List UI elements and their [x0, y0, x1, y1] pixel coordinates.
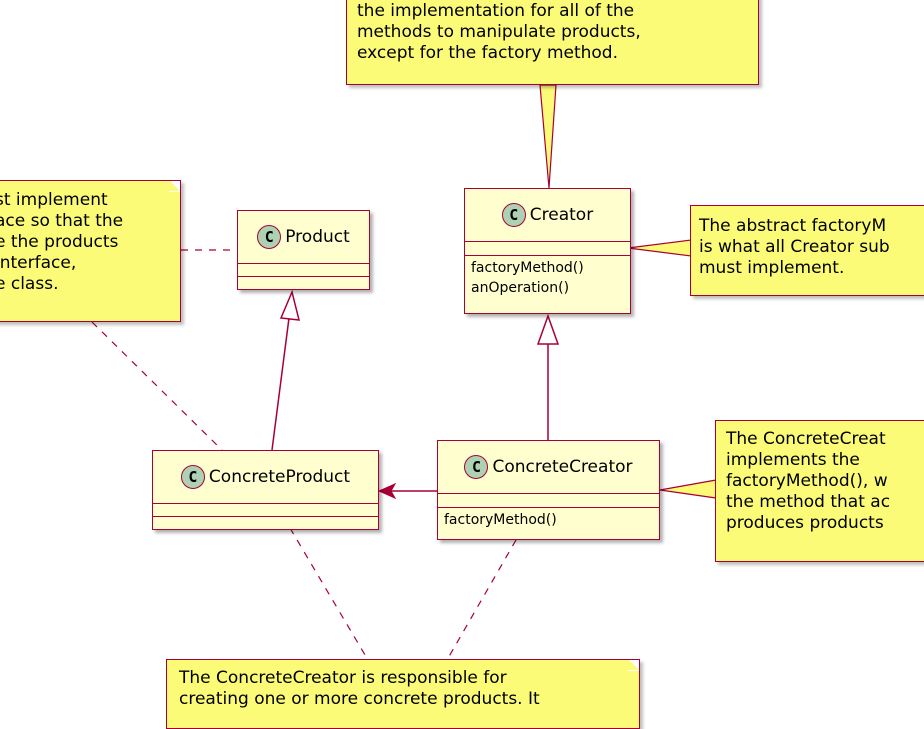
- note-line: the method that ac: [726, 492, 891, 512]
- class-header: C ConcreteCreator: [438, 441, 659, 493]
- diagram-connectors: [91, 84, 717, 661]
- class-header: C Creator: [465, 189, 630, 241]
- class-concrete-product[interactable]: C ConcreteProduct: [152, 450, 379, 530]
- note-line: implements the: [726, 450, 860, 470]
- note-line: The ConcreteCreat: [726, 429, 886, 449]
- class-c-icon: C: [464, 455, 489, 479]
- creator-inheritance-arrowhead: [536, 313, 560, 345]
- methods-divider: [238, 276, 369, 277]
- class-header: C Product: [238, 211, 369, 263]
- bottom-note: The ConcreteCreator is responsible for c…: [166, 659, 640, 729]
- note-line: produces products: [726, 513, 884, 533]
- note-line: e the products: [0, 232, 119, 252]
- note-line: must implement.: [699, 258, 845, 278]
- note-line: the implementation for all of the: [357, 1, 635, 21]
- note-line: ace so that the: [0, 211, 124, 231]
- attributes-divider: [153, 503, 378, 516]
- note-line: creating one or more concrete products. …: [179, 689, 540, 709]
- concrete-product-bottom-note-link: [289, 527, 369, 661]
- concrete-creator-note: The ConcreteCreat implements the factory…: [715, 420, 924, 562]
- product-inheritance-line: [271, 317, 290, 451]
- class-name: ConcreteCreator: [492, 457, 633, 477]
- concrete-creator-note-callout: [659, 479, 717, 499]
- concrete-creator-bottom-note-link: [446, 539, 517, 661]
- left-note-concrete-product-link: [91, 321, 223, 451]
- note-line: is what all Creator sub: [699, 237, 890, 257]
- class-c-icon: C: [180, 465, 205, 489]
- attributes-divider: [238, 263, 369, 276]
- note-line: factoryMethod(), w: [726, 471, 888, 491]
- note-line: The abstract factoryM: [699, 216, 887, 236]
- attributes-divider: [465, 241, 630, 255]
- method-item: factoryMethod(): [444, 512, 557, 528]
- left-note: st implement ace so that the e the produ…: [0, 180, 181, 322]
- method-item: factoryMethod(): [471, 260, 584, 276]
- note-fold-corner: [628, 660, 639, 671]
- class-header: C ConcreteProduct: [153, 451, 378, 503]
- top-note-callout: [539, 84, 557, 189]
- abstract-note-callout: [627, 239, 692, 257]
- product-inheritance-arrowhead: [279, 289, 300, 321]
- top-note: the implementation for all of the method…: [346, 0, 759, 85]
- class-c-icon: C: [501, 203, 526, 227]
- method-item: anOperation(): [471, 280, 570, 296]
- note-line: e class.: [0, 274, 59, 294]
- class-concrete-creator[interactable]: C ConcreteCreator factoryMethod(): [437, 440, 660, 540]
- attributes-divider: [438, 493, 659, 507]
- note-line: methods to manipulate products,: [357, 22, 641, 42]
- creates-dependency-arrowhead: [377, 482, 397, 500]
- class-creator[interactable]: C Creator factoryMethod() anOperation(): [464, 188, 631, 314]
- methods-divider: [153, 516, 378, 517]
- note-line: The ConcreteCreator is responsible for: [179, 668, 507, 688]
- methods-compartment: factoryMethod(): [438, 507, 659, 532]
- note-fold-corner: [169, 181, 180, 192]
- note-line: interface,: [0, 253, 77, 273]
- methods-compartment: factoryMethod() anOperation(): [465, 255, 630, 300]
- abstract-factory-note: The abstract factoryM is what all Creato…: [690, 205, 924, 296]
- class-name: Creator: [529, 205, 594, 225]
- class-name: Product: [285, 227, 350, 247]
- class-name: ConcreteProduct: [208, 467, 351, 487]
- note-line: except for the factory method.: [357, 43, 618, 63]
- note-line: st implement: [0, 190, 108, 210]
- class-product[interactable]: C Product: [237, 210, 370, 290]
- class-c-icon: C: [257, 225, 282, 249]
